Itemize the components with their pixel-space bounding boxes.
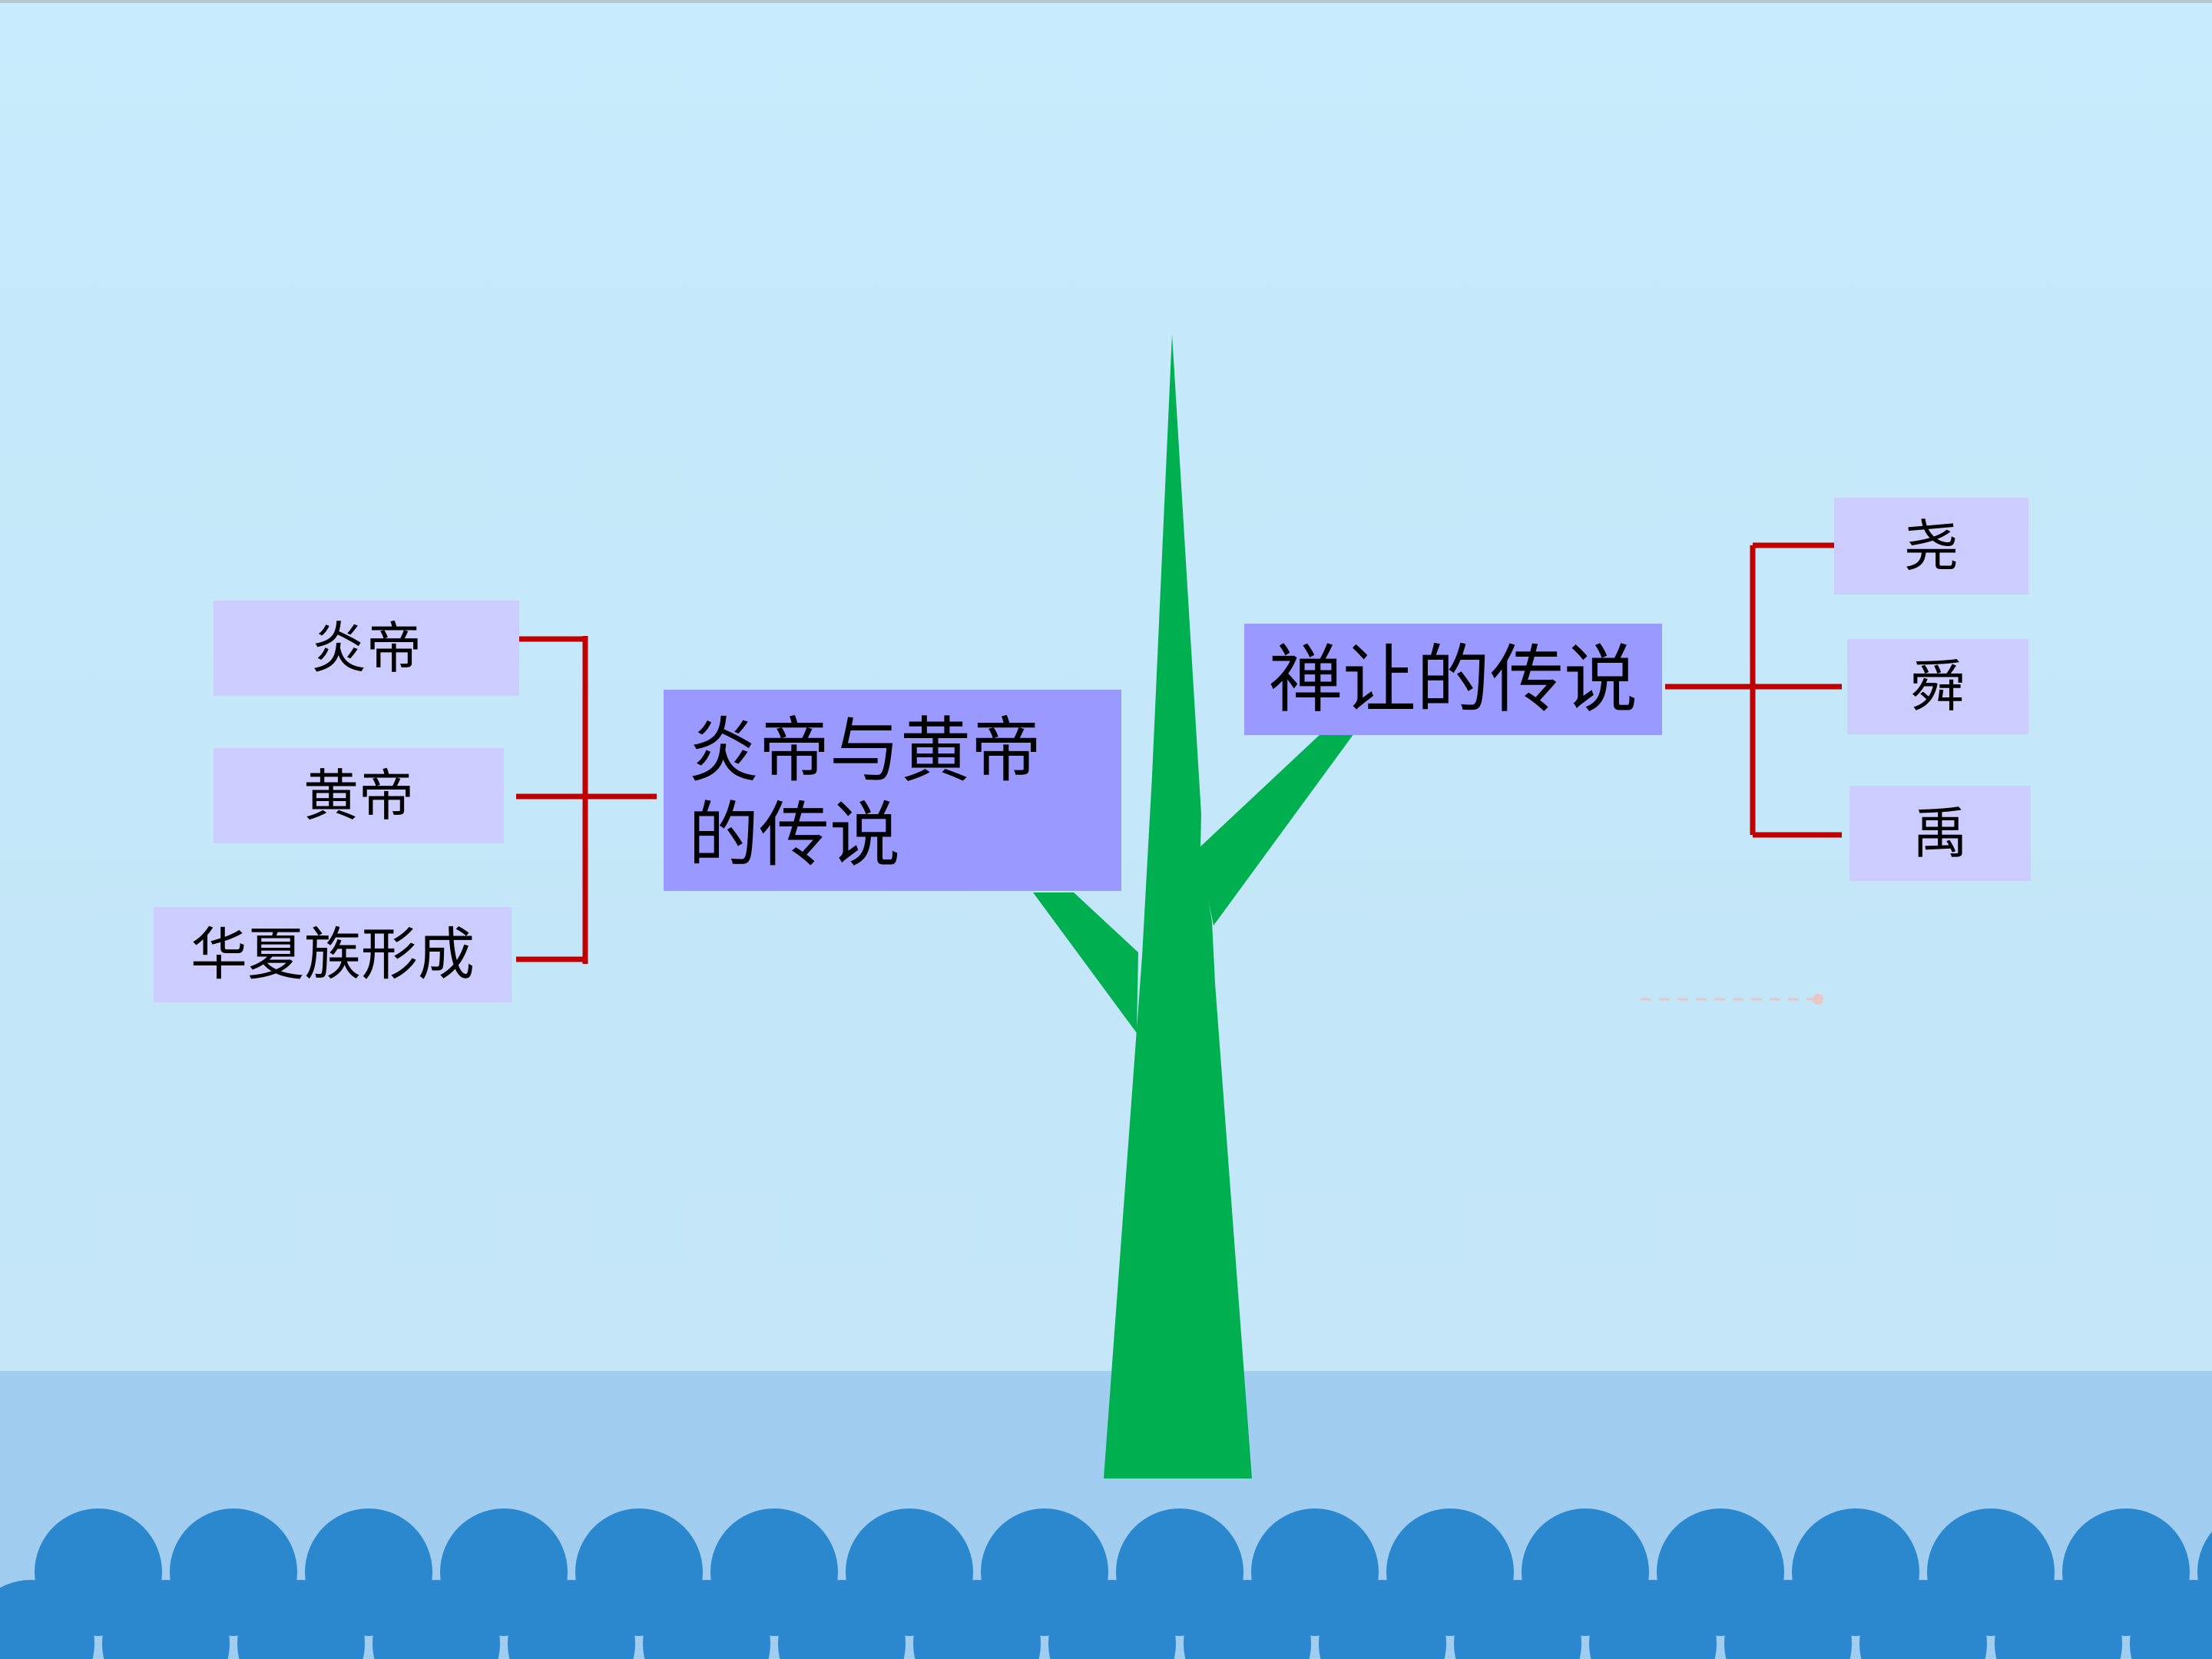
wave-scallop (1319, 1580, 1446, 1659)
wave-scallop (2130, 1580, 2212, 1659)
wave-scallop (1724, 1580, 1852, 1659)
node-abdication-legend: 禅让的传说 (1244, 624, 1662, 735)
wave-scallop (1859, 1580, 1987, 1659)
tree-trunk (1104, 334, 1252, 1479)
wave-scallop (508, 1580, 635, 1659)
node-huangdi-label: 黄帝 (303, 763, 414, 828)
top-border (0, 0, 2212, 3)
wave-scallop (778, 1580, 906, 1659)
node-yao-label: 尧 (1903, 514, 1959, 578)
wave-scallop (102, 1580, 230, 1659)
right-connector (1665, 542, 1842, 838)
wave-scallop (237, 1580, 365, 1659)
wave-scallop (373, 1580, 500, 1659)
wave-scallop (1184, 1580, 1311, 1659)
node-yandi-huangdi-label: 炎帝与黄帝的传说 (688, 709, 1042, 876)
wave-scallop (913, 1580, 1041, 1659)
node-huangdi: 黄帝 (214, 748, 504, 843)
node-shun: 舜 (1847, 639, 2028, 734)
dashed-decoration (1641, 994, 1823, 1005)
node-huaxia-formation: 华夏族形成 (154, 907, 512, 1002)
node-yandi-label: 炎帝 (310, 616, 422, 680)
node-huaxia-formation-label: 华夏族形成 (190, 922, 475, 988)
node-yu-label: 禹 (1912, 801, 1968, 866)
node-yu: 禹 (1849, 786, 2031, 881)
node-shun-label: 舜 (1909, 654, 1965, 719)
node-yao: 尧 (1834, 498, 2028, 594)
wave-scallop (1454, 1580, 1581, 1659)
left-connector (516, 636, 657, 964)
wave-scallop (643, 1580, 770, 1659)
wave-scallop (1589, 1580, 1717, 1659)
waves-front-row (0, 1580, 2212, 1659)
node-abdication-label: 禅让的传说 (1269, 636, 1637, 723)
tree-branch-left (1033, 892, 1138, 1033)
tree-branch-right (1198, 733, 1354, 926)
node-yandi: 炎帝 (214, 601, 519, 696)
node-yandi-huangdi-legend: 炎帝与黄帝的传说 (664, 690, 1121, 891)
wave-scallop (1048, 1580, 1176, 1659)
wave-scallop (0, 1580, 94, 1659)
wave-scallop (1995, 1580, 2122, 1659)
